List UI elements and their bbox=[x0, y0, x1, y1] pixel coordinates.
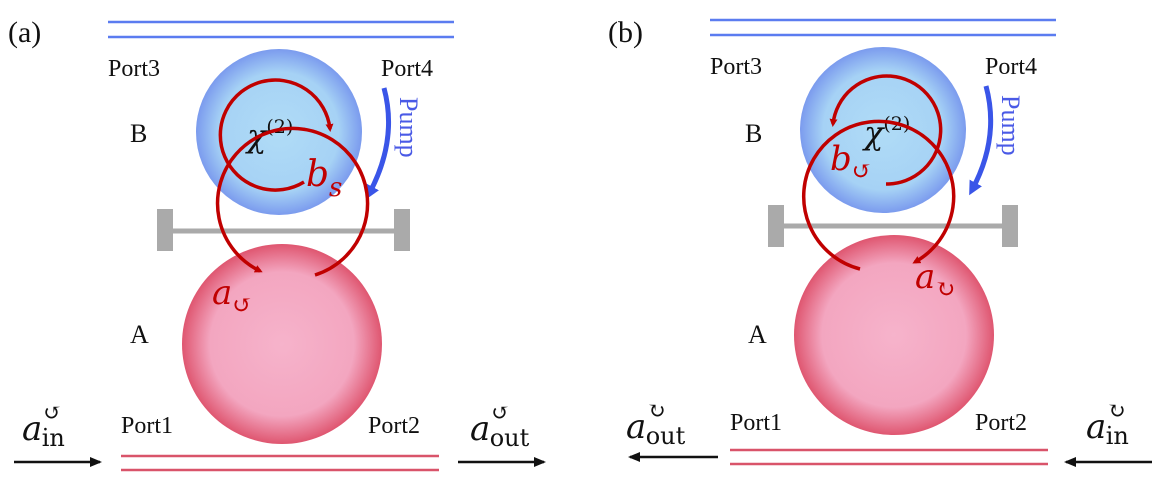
circulation-arrow-b bbox=[218, 78, 334, 192]
mode-b-label: bs bbox=[306, 154, 342, 203]
mode-a-label: a↺ bbox=[212, 273, 252, 319]
coupler bbox=[768, 205, 1018, 247]
panel-label: (b) bbox=[608, 16, 643, 49]
coupler-end bbox=[394, 209, 410, 251]
resonator-b-label: B bbox=[130, 119, 147, 148]
panel-b: (b) Port3 Port4 B χ(2) b↺ Pump A a↻ bbox=[608, 16, 1152, 467]
port3-label: Port3 bbox=[710, 54, 762, 80]
output-mode-label: a↻out bbox=[626, 399, 686, 450]
pump-label: Pump bbox=[996, 95, 1025, 156]
resonator-b-label: B bbox=[745, 119, 762, 148]
panel-a: (a) Port3 Port4 B χ(2) bs Pump A a↺ bbox=[8, 16, 546, 472]
mode-b-label: b↺ bbox=[830, 139, 872, 185]
coupler-end bbox=[1002, 205, 1018, 247]
bottom-waveguide bbox=[730, 448, 1048, 466]
mode-a-label: a↻ bbox=[915, 257, 955, 303]
panel-label: (a) bbox=[8, 16, 41, 49]
resonator-b bbox=[800, 47, 966, 213]
port2-label: Port2 bbox=[368, 413, 420, 439]
port4-label: Port4 bbox=[381, 56, 433, 82]
circulation-arrow-a bbox=[215, 126, 370, 277]
port2-label: Port2 bbox=[975, 410, 1027, 436]
port4-label: Port4 bbox=[985, 54, 1037, 80]
top-waveguide bbox=[108, 20, 454, 39]
coupler-end bbox=[157, 209, 173, 251]
port1-label: Port1 bbox=[730, 410, 782, 436]
resonator-a bbox=[794, 235, 994, 435]
output-mode-label: a↺out bbox=[470, 401, 530, 452]
pump-arrow bbox=[969, 85, 994, 196]
resonator-a-label: A bbox=[130, 320, 149, 349]
coupler-end bbox=[768, 205, 784, 247]
resonator-a-label: A bbox=[748, 320, 767, 349]
top-waveguide bbox=[710, 18, 1056, 37]
bottom-waveguide bbox=[121, 454, 439, 472]
circulation-arrow-a bbox=[801, 119, 956, 271]
pump-arrow bbox=[366, 87, 391, 200]
resonator-a bbox=[182, 244, 382, 444]
input-mode-label: a↻in bbox=[1086, 399, 1129, 450]
port1-label: Port1 bbox=[121, 413, 173, 439]
pump-label: Pump bbox=[394, 97, 423, 158]
circulation-arrow-b bbox=[829, 74, 943, 186]
input-mode-label: a↺in bbox=[22, 401, 65, 452]
port3-label: Port3 bbox=[108, 56, 160, 82]
